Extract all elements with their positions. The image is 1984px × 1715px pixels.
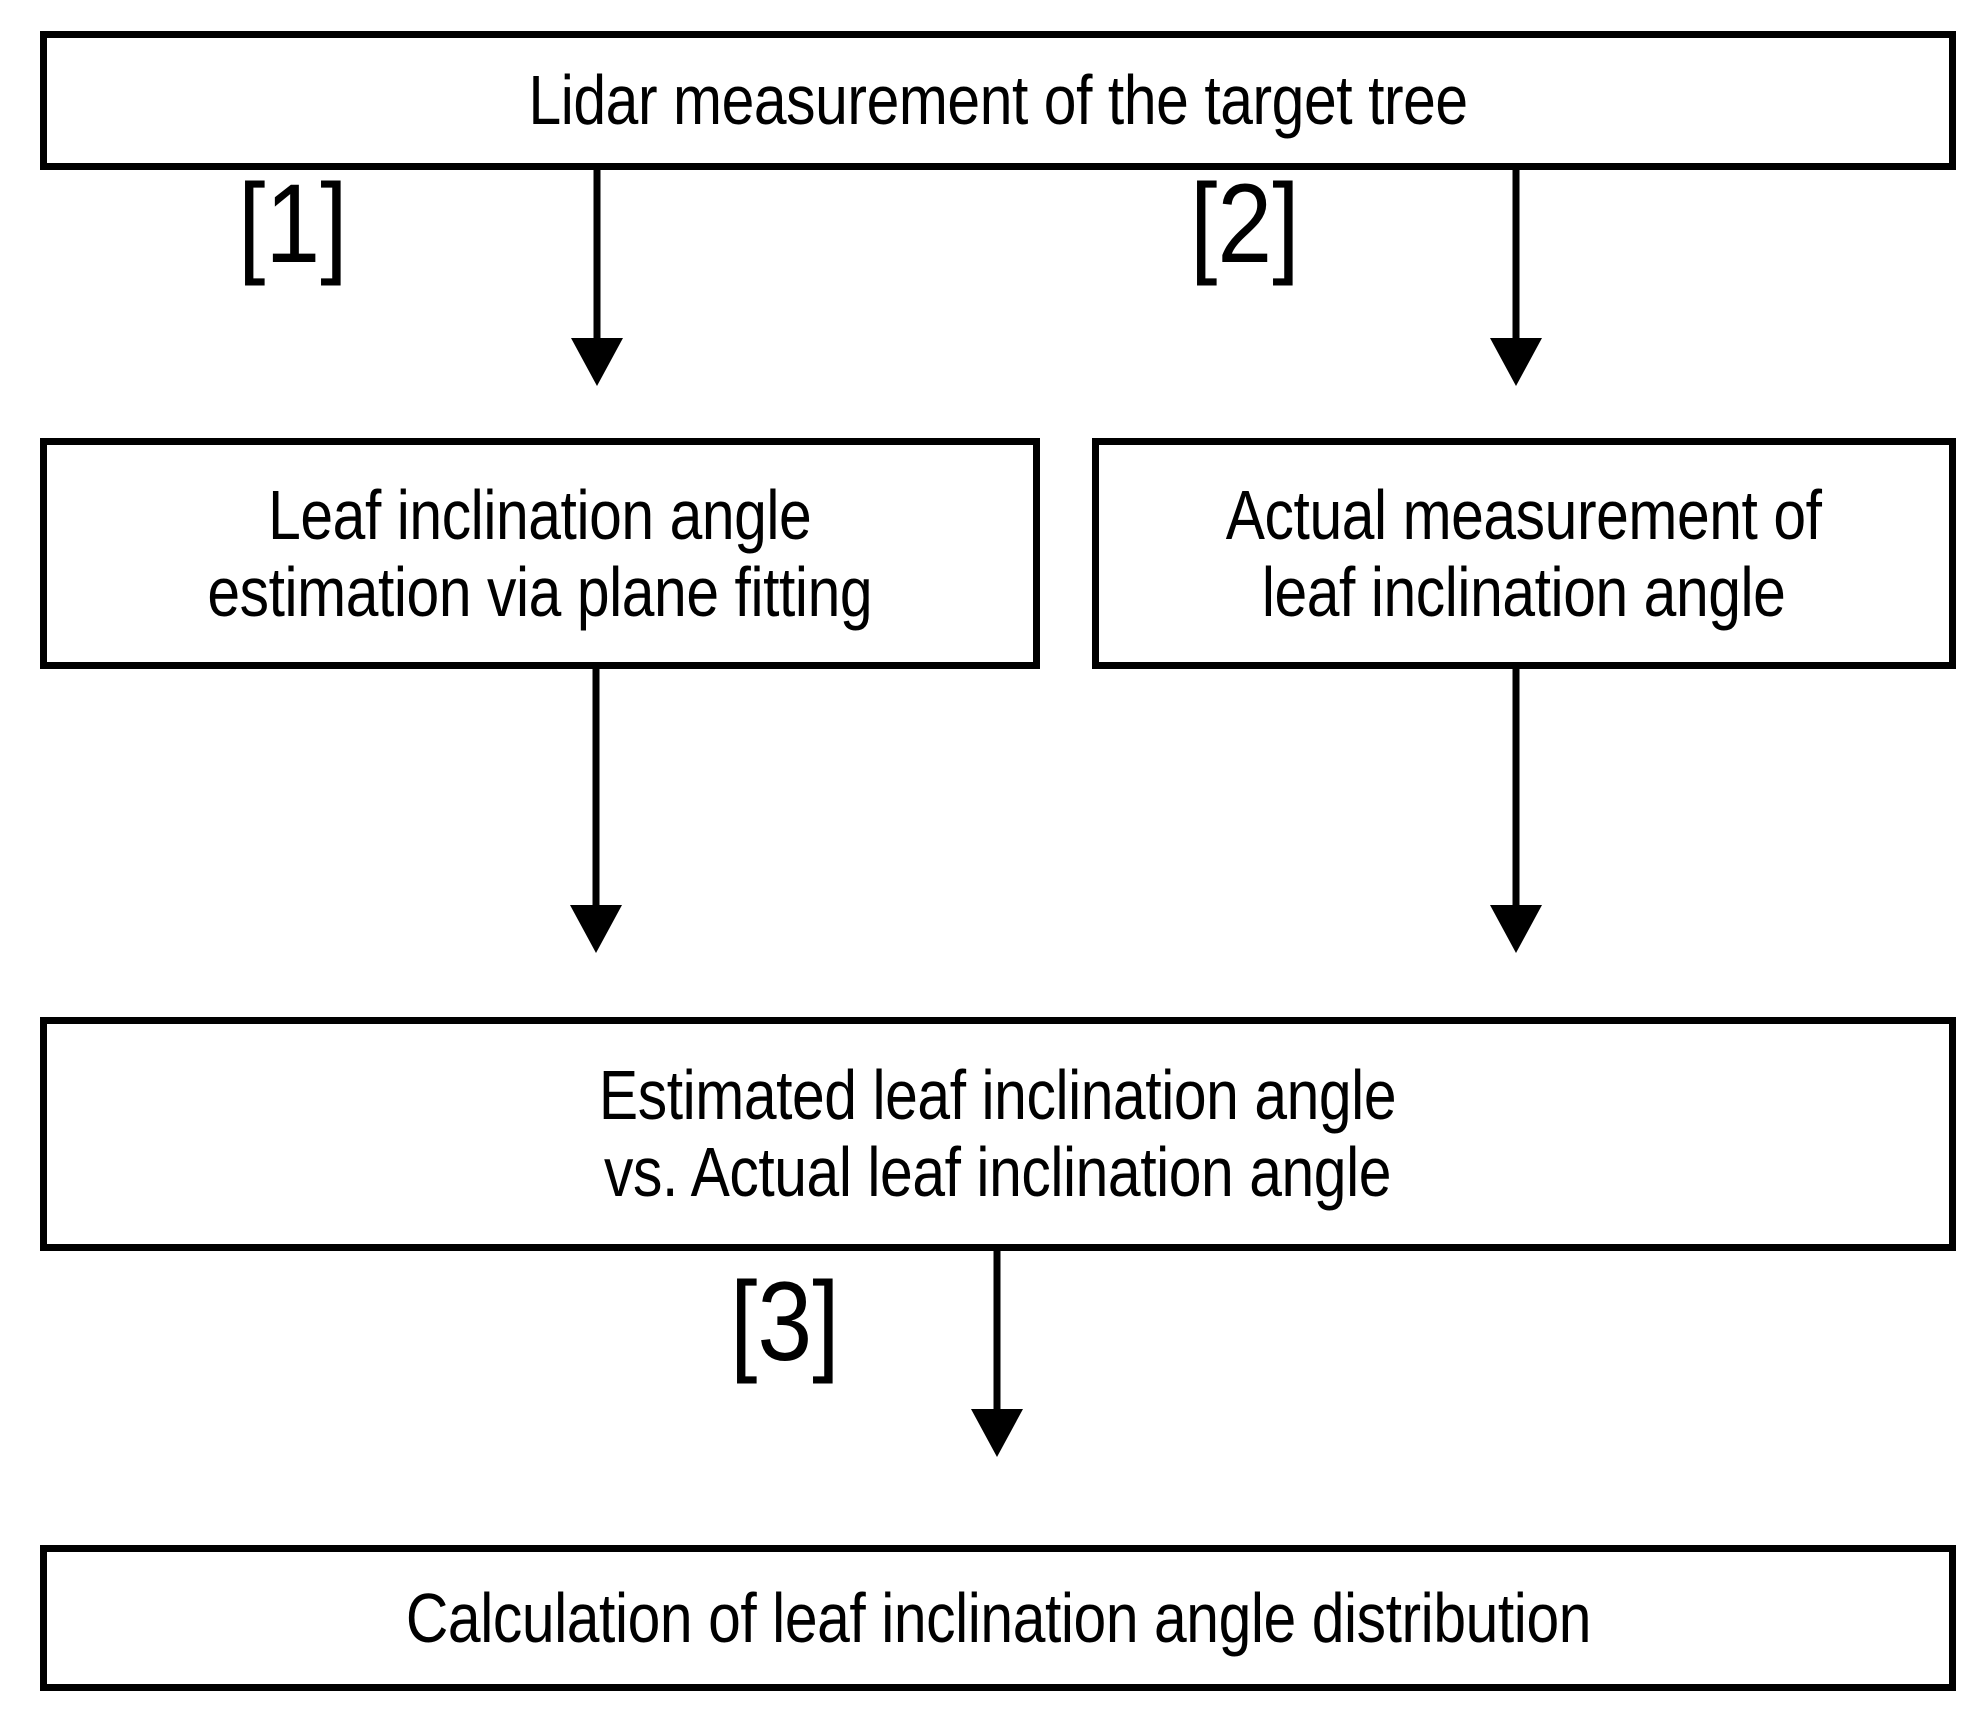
arrow-shaft (592, 669, 600, 912)
step-label-2: [2] (1190, 161, 1300, 286)
node-distribution-calculation: Calculation of leaf inclination angle di… (40, 1545, 1956, 1691)
arrow-shaft (1512, 669, 1520, 912)
node-actual-measurement: Actual measurement of leaf inclination a… (1092, 438, 1956, 669)
node-leaf-inclination-estimation-label: Leaf inclination angle estimation via pl… (207, 475, 873, 631)
step-label-3: [3] (730, 1259, 840, 1384)
node-leaf-inclination-estimation: Leaf inclination angle estimation via pl… (40, 438, 1040, 669)
arrow-shaft (593, 170, 601, 345)
arrow-head (1490, 905, 1542, 953)
arrow-head (971, 1409, 1023, 1457)
node-lidar-measurement-label: Lidar measurement of the target tree (528, 61, 1468, 139)
step-label-1: [1] (238, 161, 348, 286)
arrow-shaft (993, 1251, 1001, 1415)
node-distribution-calculation-label: Calculation of leaf inclination angle di… (405, 1578, 1591, 1657)
node-estimated-vs-actual: Estimated leaf inclination angle vs. Act… (40, 1017, 1956, 1251)
node-lidar-measurement: Lidar measurement of the target tree (40, 31, 1956, 170)
node-actual-measurement-label: Actual measurement of leaf inclination a… (1226, 475, 1822, 631)
node-estimated-vs-actual-label: Estimated leaf inclination angle vs. Act… (599, 1056, 1397, 1211)
arrow-shaft (1512, 170, 1520, 345)
arrow-head (570, 905, 622, 953)
arrow-head (571, 338, 623, 386)
arrow-head (1490, 338, 1542, 386)
